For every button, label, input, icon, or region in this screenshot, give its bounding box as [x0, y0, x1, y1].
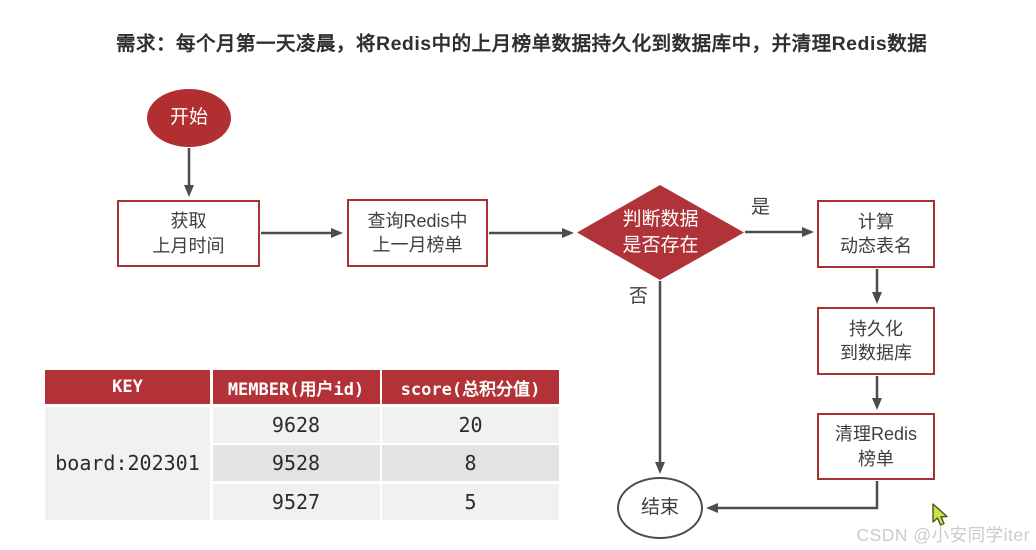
table-header-key: KEY: [45, 370, 210, 404]
table-header-score: score(总积分值): [382, 370, 559, 404]
table-header-member: MEMBER(用户id): [212, 370, 380, 404]
table-cell-member-0: 9628: [212, 406, 380, 443]
table-cell-member-2: 9527: [212, 483, 380, 520]
flow-decision-data-exists: 判断数据 是否存在: [622, 208, 699, 256]
flow-step-clean-redis: 清理Redis 榜单: [817, 413, 935, 480]
table-cell-score-0: 20: [382, 406, 559, 443]
table-cell-score-1: 8: [382, 445, 559, 481]
arrow-clean-to-end: [706, 481, 879, 513]
requirement-title: 需求：每个月第一天凌晨，将Redis中的上月榜单数据持久化到数据库中，并清理Re…: [116, 33, 928, 55]
flow-start-node: 开始: [147, 89, 231, 147]
flow-end-node: 结束: [617, 477, 703, 539]
mouse-cursor-icon: [932, 503, 948, 526]
table-cell-score-2: 5: [382, 483, 559, 520]
csdn-watermark: CSDN @小安同学iter: [856, 525, 1030, 545]
flow-step-calc-table-name: 计算 动态表名: [817, 200, 935, 268]
table-key-cell: board:202301: [45, 406, 210, 520]
table-cell-member-1: 9528: [212, 445, 380, 481]
redis-board-table: KEY MEMBER(用户id) score(总积分值) board:20230…: [45, 370, 559, 520]
branch-label-no: 否: [629, 286, 649, 307]
flow-step-query-redis: 查询Redis中 上一月榜单: [347, 199, 488, 267]
branch-label-yes: 是: [751, 197, 771, 218]
flow-step-persist-db: 持久化 到数据库: [817, 307, 935, 375]
decision-diamond-shape: [577, 185, 744, 280]
flow-step-get-last-month-time: 获取 上月时间: [117, 200, 260, 267]
